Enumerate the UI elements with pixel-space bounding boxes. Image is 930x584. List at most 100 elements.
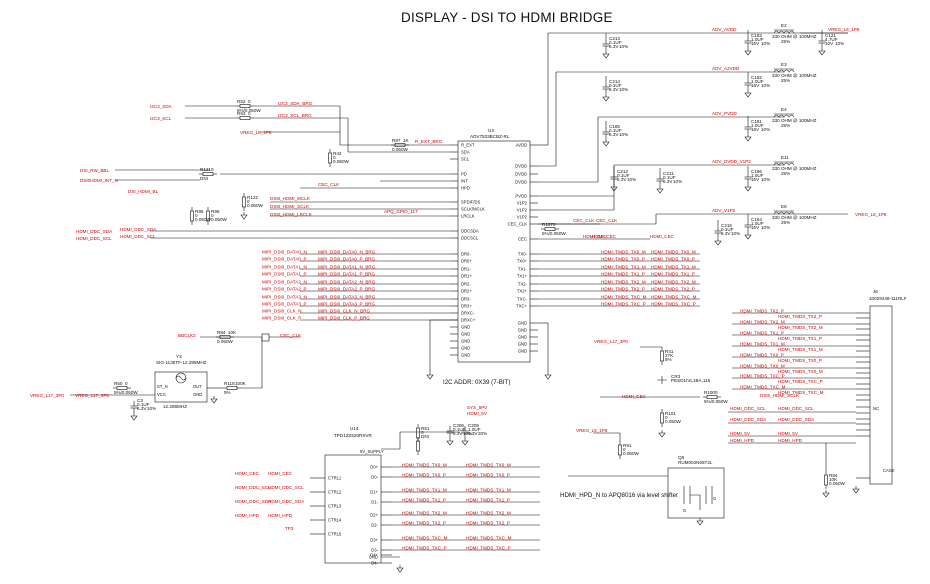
- net-label: VREG_L17_3P0: [594, 339, 628, 344]
- parts: [116, 29, 893, 573]
- test-point: [261, 333, 270, 342]
- u3-pin-label: GND: [518, 342, 527, 347]
- ground-symbol: [210, 398, 218, 404]
- net-label: HDMI_TMDS_TXC_P: [466, 546, 511, 551]
- cap-ref: C206: [453, 423, 464, 428]
- u3-pin-label: HPD: [461, 186, 470, 191]
- u3-pin-label: TX1-: [518, 267, 528, 272]
- net-label: HDMI_TMDS_TX2_P: [402, 521, 446, 526]
- resistor: [706, 395, 718, 399]
- y3-freq: 12.288MHZ: [163, 404, 187, 409]
- cap-voltage: 6.3V: [617, 177, 627, 182]
- u3-pin-label: TXC-: [517, 297, 527, 302]
- ground-symbol: [714, 240, 722, 246]
- resistor: [824, 474, 828, 486]
- net-label: MIPI_DSI0_DATA0_P_BRG: [318, 257, 375, 262]
- y3-wave: [175, 375, 187, 381]
- resistor-rating: 5%: [665, 357, 672, 362]
- y3-body: [154, 371, 208, 403]
- cap-tolerance: 10%: [147, 406, 156, 411]
- net-label: ADV_V1P2: [712, 208, 736, 213]
- net-label: MIPI_DSI0_DATA3_N_BRG: [318, 295, 376, 300]
- cap-voltage: 6.3V: [609, 87, 619, 92]
- cap-value: 1.0UF: [751, 37, 764, 42]
- resistor-value: 0: [125, 381, 128, 386]
- cap-tolerance: 10%: [619, 44, 628, 49]
- net-label: MIPI_DSI0_DATA1_P_BRG: [318, 272, 375, 277]
- cap-value: 1.0UF: [468, 427, 481, 432]
- u14-pin-label: D2+: [370, 513, 378, 518]
- cap-ref: C121: [825, 33, 836, 38]
- net-label: HDMI_DDC_SDA: [120, 227, 157, 232]
- cap-voltage: 10V: [825, 41, 834, 46]
- level-shifter-note: HDMI_HPD_N to APQ8016 via level shifter: [560, 492, 678, 499]
- net-label: HDMI_TMDS_TX0_P: [778, 358, 822, 363]
- cap-voltage: 16V: [751, 127, 760, 132]
- ground-symbol: [461, 440, 469, 446]
- resistor-ref: R41: [665, 349, 674, 354]
- net-label: HDMI_CEC: [622, 394, 647, 399]
- resistor-rating: 5%: [224, 390, 231, 395]
- net-label: HDMI_TMDS_TX2_P: [601, 287, 645, 292]
- resistor: [328, 152, 332, 164]
- net-label: HDMI_TMDS_TX2_M: [466, 511, 511, 516]
- ferrite-coil: [773, 162, 795, 166]
- net-label: BBCLK2: [178, 333, 196, 338]
- resistor: [660, 350, 664, 362]
- resistor-value: 0: [248, 99, 251, 104]
- resistor: [416, 427, 420, 439]
- net-label: I2C3_SDA: [150, 104, 173, 109]
- u14-pin-label: CTRL3: [328, 504, 342, 509]
- u14-pin-label: D4+: [370, 553, 378, 558]
- net-label: I2C3_SDA_BRG: [278, 101, 313, 106]
- u3-pin-label: DR3+: [461, 304, 472, 309]
- y3-ref: Y3: [176, 354, 182, 359]
- cap-ref: C185: [609, 124, 620, 129]
- ground-symbol: [744, 50, 752, 56]
- cap-value: 1.0UF: [751, 221, 764, 226]
- cap-value: 0.1UF: [721, 227, 734, 232]
- net-label: HDMI_TMDS_TX2_M: [601, 280, 646, 285]
- net-label: R_EXT_BRG: [415, 139, 443, 144]
- net-label: MIPI_DSI0_CLK_N: [262, 309, 302, 314]
- net-label: DSI0_HDMI_LRCLK: [270, 212, 313, 217]
- net-label: HDMI_TMDS_TX2_P: [778, 314, 822, 319]
- q8-ref: Q8: [678, 455, 685, 460]
- resistor: [219, 335, 231, 339]
- net-label: HDMI_TMDS_TXC_M: [466, 536, 512, 541]
- ground-symbol: [818, 50, 826, 56]
- cap-tolerance: 10%: [627, 177, 636, 182]
- ground-symbol: [744, 186, 752, 192]
- cr3-ref: CR3: [671, 374, 681, 379]
- q8-symbol: [705, 486, 713, 504]
- resistor-ref: R84: [829, 473, 838, 478]
- u3-pin-label: GND: [461, 353, 470, 358]
- ground-symbol: [744, 92, 752, 98]
- resistor-rating: 0.050W: [195, 217, 211, 222]
- resistor-ref: R121: [200, 167, 211, 172]
- cap-voltage: 6.3V: [468, 431, 478, 436]
- net-label: HDMI_TMDS_TX0_M: [778, 369, 823, 374]
- resistor: [239, 104, 251, 108]
- u14-pin-label: CTRL4: [328, 518, 342, 523]
- net-label: HDMI_TMDS_TX0_M: [466, 463, 511, 468]
- net-label: HDMI_TMDS_TXC_P: [740, 374, 785, 379]
- u3-pin-label: PVDD: [515, 194, 527, 199]
- cap-tolerance: 10%: [731, 231, 740, 236]
- resistor-value: 0: [333, 155, 336, 160]
- ferrite-value: 330 OHM @ 100MHZ: [772, 215, 817, 220]
- ground-symbol: [602, 53, 610, 59]
- net-label: DSI0_HDMI_SCLK: [760, 393, 800, 398]
- u3-pin-label: DR0+: [461, 259, 472, 264]
- net-label: MIPI_DSI0_DATA0_N: [262, 250, 307, 255]
- resistor: [226, 386, 238, 390]
- ferrite-ref: E8: [781, 204, 787, 209]
- net-label: MIPI_DSI0_DATA1_N_BRG: [318, 265, 376, 270]
- u3-pin-label: DRXC+: [461, 318, 476, 323]
- net-label: CEC_CLK: [596, 218, 618, 223]
- resistor-rating: DNI: [421, 434, 429, 439]
- cap-tolerance: 10%: [761, 83, 770, 88]
- ferrite-value: 330 OHM @ 100MHZ: [772, 73, 817, 78]
- u14-pin-label: CTRL1: [328, 476, 342, 481]
- net-label: CEC_CLK: [573, 218, 595, 223]
